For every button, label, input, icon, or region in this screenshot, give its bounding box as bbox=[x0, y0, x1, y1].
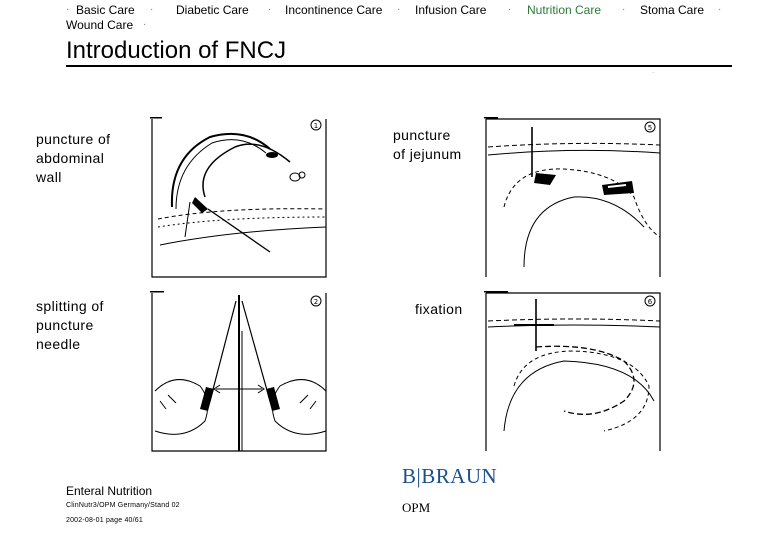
footer-date-page: 2002-08-01 page 40/61 bbox=[66, 517, 143, 524]
step-number: 1 bbox=[314, 122, 318, 130]
illustration-puncture-jejunum: 5 bbox=[484, 117, 666, 279]
nav-item-wound-care[interactable]: Wound Care bbox=[66, 18, 133, 32]
footer-doc-ref: ClinNutr3/OPM Germany/Stand 02 bbox=[66, 502, 180, 509]
step-number: 5 bbox=[648, 124, 652, 132]
page-title: Introduction of FNCJ bbox=[66, 37, 286, 65]
nav-separator: · bbox=[268, 4, 271, 15]
nav-item-nutrition-care[interactable]: Nutrition Care bbox=[527, 3, 601, 17]
nav-separator: · bbox=[66, 4, 69, 15]
nav-separator: · bbox=[143, 19, 146, 30]
nav-separator: · bbox=[150, 4, 153, 15]
nav-item-incontinence-care[interactable]: Incontinence Care bbox=[285, 3, 382, 17]
step-6-label: fixation bbox=[415, 300, 463, 319]
nav-item-stoma-care[interactable]: Stoma Care bbox=[640, 3, 704, 17]
step-number: 2 bbox=[314, 298, 318, 306]
step-5-label: puncture of jejunum bbox=[393, 126, 462, 164]
title-divider bbox=[66, 65, 732, 67]
nav-separator: · bbox=[622, 4, 625, 15]
decorative-dot: · bbox=[652, 70, 654, 76]
nav-separator: · bbox=[397, 4, 400, 15]
illustration-puncture-abdominal-wall: 1 bbox=[150, 117, 330, 279]
top-nav: · Basic Care · Diabetic Care · Incontine… bbox=[0, 3, 780, 35]
nav-item-basic-care[interactable]: Basic Care bbox=[76, 3, 135, 17]
footer-section: Enteral Nutrition bbox=[66, 484, 152, 498]
nav-item-diabetic-care[interactable]: Diabetic Care bbox=[176, 3, 249, 17]
illustration-splitting-needle: 2 bbox=[150, 291, 330, 453]
nav-item-infusion-care[interactable]: Infusion Care bbox=[415, 3, 486, 17]
step-1-label: puncture of abdominal wall bbox=[36, 130, 110, 187]
nav-separator: · bbox=[718, 4, 721, 15]
nav-separator: · bbox=[508, 4, 511, 15]
step-number: 6 bbox=[648, 298, 653, 306]
illustration-fixation: 6 bbox=[484, 291, 666, 453]
step-2-label: splitting of puncture needle bbox=[36, 297, 104, 354]
footer-division: OPM bbox=[402, 500, 430, 516]
bbraun-logo: B|BRAUN bbox=[402, 464, 497, 489]
